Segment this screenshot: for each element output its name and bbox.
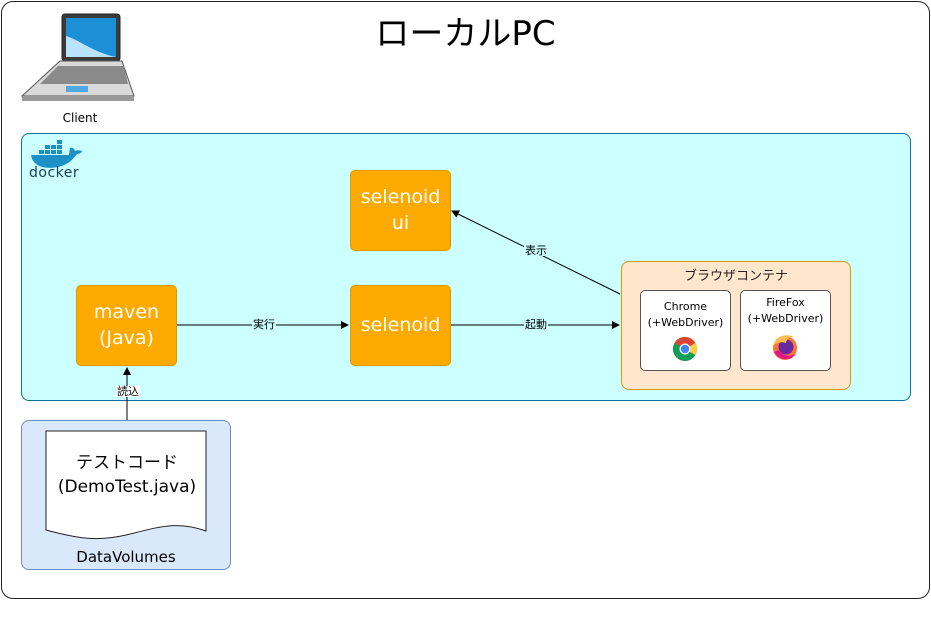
client-label: Client xyxy=(62,111,98,125)
diagram-title: ローカルPC xyxy=(375,14,556,54)
document-line-2: (DemoTest.java) xyxy=(57,476,197,497)
browser-container-title: ブラウザコンテナ xyxy=(683,269,788,284)
execute-label: 実行 xyxy=(252,318,276,331)
read-label: 読込 xyxy=(116,385,140,398)
display-label: 表示 xyxy=(524,244,548,257)
data-volumes-label: DataVolumes xyxy=(76,548,176,566)
selenoid-ui-node[interactable]: selenoid ui xyxy=(350,170,451,251)
maven-node[interactable]: maven (Java) xyxy=(76,285,177,366)
chrome-driver: (+WebDriver) xyxy=(647,315,724,329)
chrome-name: Chrome xyxy=(663,300,708,313)
firefox-card[interactable]: FireFox (+WebDriver) xyxy=(740,290,831,371)
docker-label: docker xyxy=(29,165,80,181)
chrome-card[interactable]: Chrome (+WebDriver) xyxy=(640,290,731,371)
selenoid-node[interactable]: selenoid xyxy=(350,285,451,366)
firefox-name: FireFox xyxy=(766,296,805,309)
launch-label: 起動 xyxy=(524,318,548,331)
test-code-document-text: テストコード (DemoTest.java) xyxy=(48,452,206,500)
document-line-1: テストコード xyxy=(76,453,178,473)
firefox-driver: (+WebDriver) xyxy=(747,311,824,325)
